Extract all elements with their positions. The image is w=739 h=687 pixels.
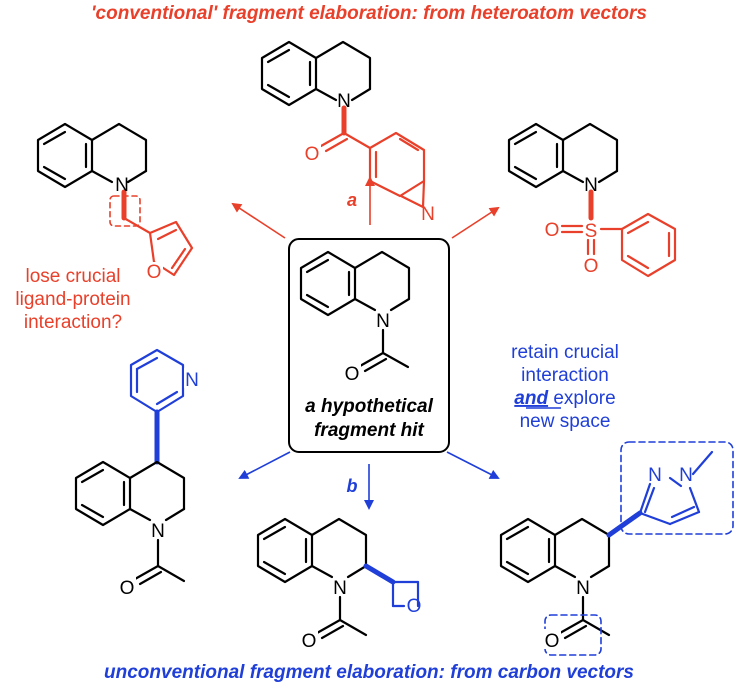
atom-o: O (345, 364, 360, 385)
label-mask (184, 368, 202, 388)
atom-n-pyridine: N (185, 370, 199, 391)
arrow-downleft (238, 451, 291, 479)
atom-o: O (305, 144, 320, 165)
molecule-top-nicotinamide (260, 40, 426, 198)
atom-n: N (337, 91, 351, 112)
note-retain-3: and explore (514, 388, 615, 409)
atom-o: O (584, 256, 599, 277)
pyridine-closure (400, 180, 426, 209)
atom-n: N (584, 175, 598, 196)
atom-n: N (333, 578, 347, 599)
arrow-upleft (231, 202, 286, 239)
arrow-label-b: b (347, 476, 358, 496)
atom-n: N (115, 175, 129, 196)
center-label-2: fragment hit (314, 420, 424, 441)
label-mask (300, 629, 318, 649)
molecule-bottom-right-pyrazole (499, 441, 734, 656)
note-retain-4: new space (520, 411, 611, 432)
center-box (288, 238, 450, 453)
note-retain-1: retain crucial (511, 342, 619, 363)
label-mask (343, 362, 361, 382)
note-lose-3: interaction? (24, 312, 122, 333)
atom-n: N (376, 311, 390, 332)
center-label-1: a hypothetical (305, 396, 433, 417)
label-mask (303, 142, 321, 162)
arrow-label-a: a (347, 190, 357, 210)
atom-n-pyrazole-2: N (648, 465, 662, 486)
molecule-center-hit (299, 250, 411, 373)
molecule-bottom-left-pyridyl (74, 348, 186, 586)
atom-o: O (302, 631, 317, 652)
label-mask (543, 629, 561, 649)
note-retain-2: interaction (521, 365, 609, 386)
header-title: 'conventional' fragment elaboration: fro… (91, 3, 647, 24)
atom-o: O (120, 578, 135, 599)
atom-n: N (151, 521, 165, 542)
molecule-left-furfuryl (36, 122, 194, 277)
atom-o: O (545, 220, 560, 241)
arrow-upright (451, 206, 500, 239)
label-mask (118, 576, 136, 596)
atom-n-pyrazole-1: N (679, 465, 693, 486)
arrow-downright (446, 451, 500, 479)
atom-o: O (545, 631, 560, 652)
note-retain-explore: explore (548, 388, 616, 409)
footer-title: unconventional fragment elaboration: fro… (104, 662, 634, 683)
atom-s: S (585, 221, 598, 242)
molecule-right-sulfonamide (507, 122, 677, 278)
note-lose-2: ligand-protein (15, 289, 130, 310)
atom-n: N (576, 578, 590, 599)
molecule-bottom-center-oxetane (256, 517, 420, 640)
label-mask (145, 262, 163, 282)
atom-n-pyridine: N (421, 204, 435, 225)
arrows-conventional (231, 176, 500, 239)
atom-o-oxetane: O (407, 596, 422, 617)
note-retain-and: and (514, 388, 548, 409)
atom-o-furan: O (147, 262, 162, 283)
arrows-unconventional (238, 451, 500, 510)
note-lose-1: lose crucial (25, 266, 120, 287)
